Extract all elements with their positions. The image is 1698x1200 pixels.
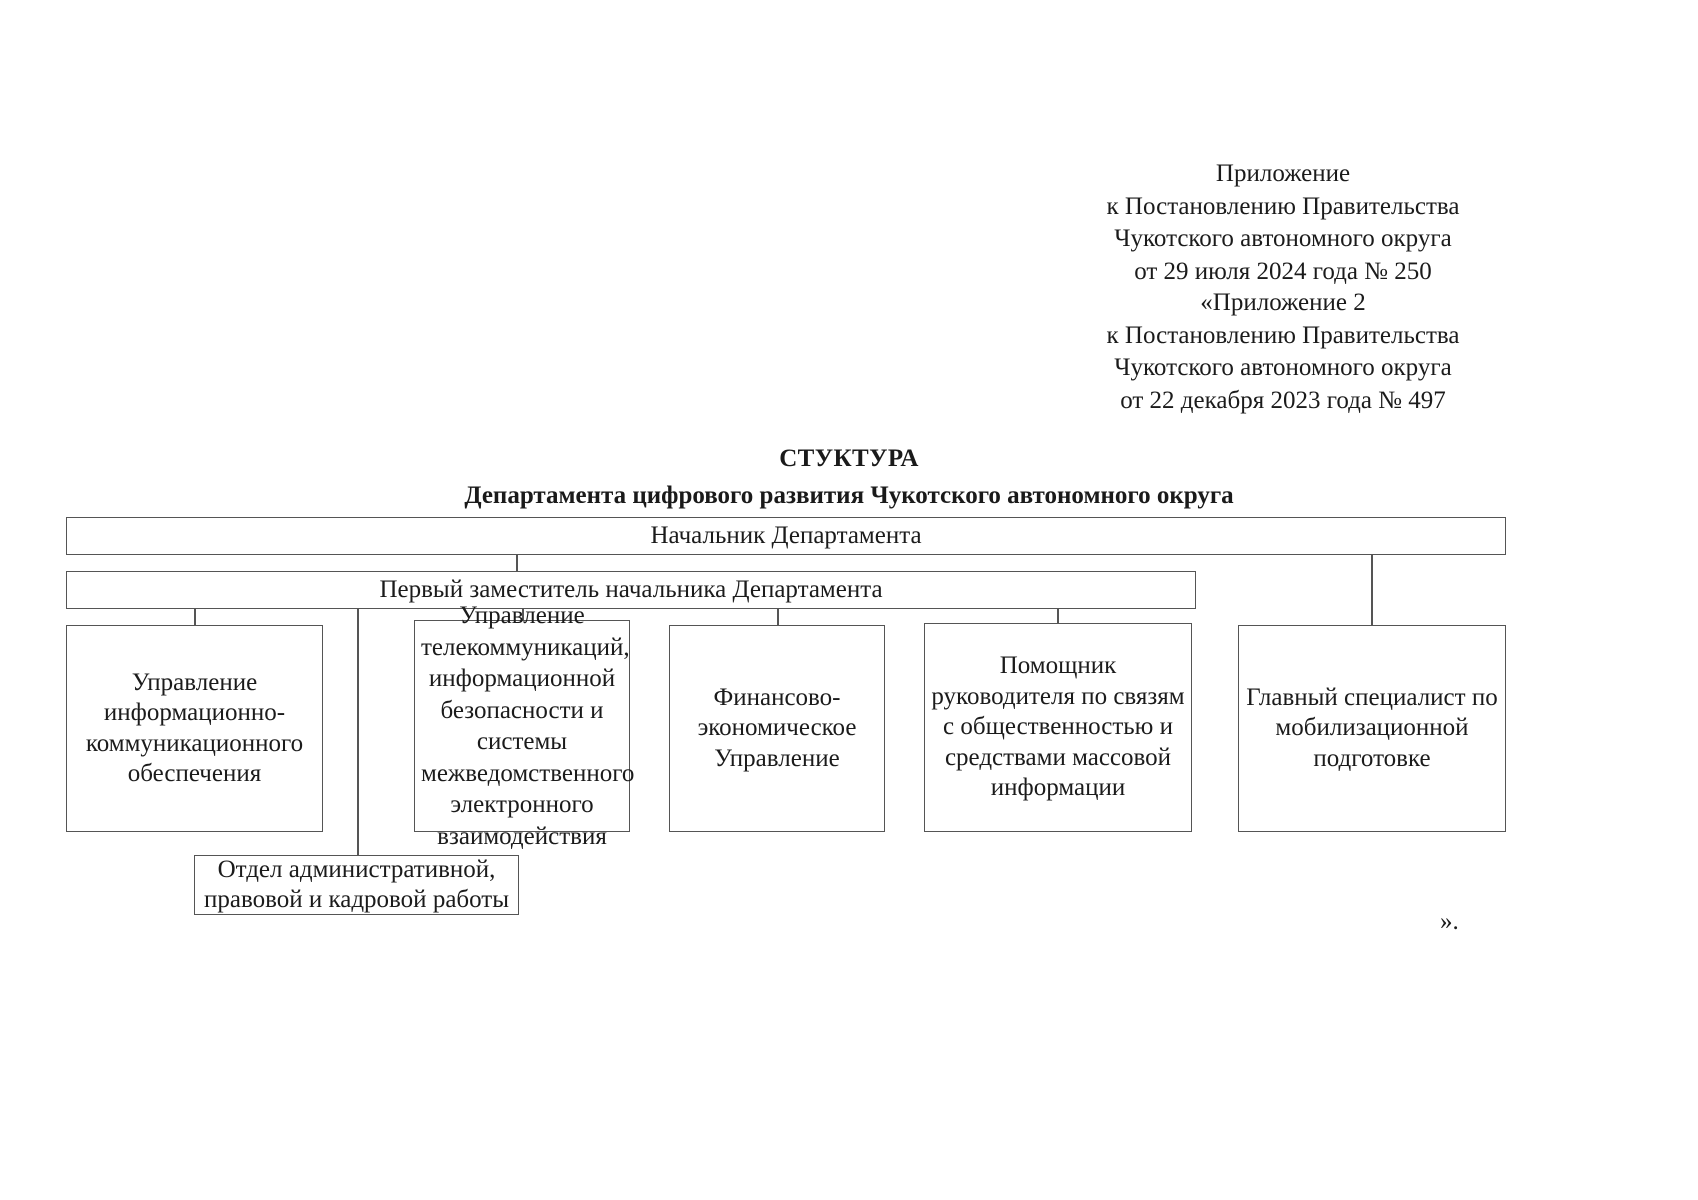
appendix-reference-secondary: «Приложение 2 к Постановлению Правительс… [1068, 287, 1498, 417]
org-node-label: Помощник руководителя по связям с общест… [931, 652, 1185, 802]
reference-line: от 22 декабря 2023 года № 497 [1120, 386, 1446, 414]
reference-line: Чукотского автономного округа [1114, 354, 1452, 381]
reference-line: Приложение [1215, 160, 1351, 187]
org-node-label: Управление телекоммуникаций, информацион… [421, 602, 635, 850]
appendix-reference-primary: Приложение к Постановлению Правительства… [1068, 158, 1498, 288]
title-subtitle: Департамента цифрового развития Чукотско… [464, 482, 1234, 509]
title-main: СТУКТУРА [779, 445, 919, 472]
closing-quotation-mark: ». [1440, 908, 1459, 935]
connector-deputy-to-subdivision [357, 609, 359, 886]
org-node-label: Управление информационно-коммуникационно… [85, 668, 304, 788]
org-node-assistant-public-relations[interactable]: Помощник руководителя по связям с общест… [924, 623, 1192, 832]
org-node-telecom-infosec-directorate[interactable]: Управление телекоммуникаций, информацион… [414, 602, 634, 850]
connector-head-to-deputy [516, 555, 518, 572]
org-node-label: Первый заместитель начальника Департамен… [379, 575, 883, 603]
page-title: СТУКТУРА Департамента цифрового развития… [0, 445, 1698, 510]
connector-deputy-to-department-1 [194, 609, 196, 626]
org-node-chief-specialist-mobilization[interactable]: Главный специалист по мобилизационной по… [1238, 625, 1506, 832]
org-node-label: Главный специалист по мобилизационной по… [1246, 683, 1498, 772]
org-node-label: Финансово-экономическое Управление [697, 683, 857, 772]
org-node-label: Начальник Департамента [650, 521, 922, 549]
org-node-first-deputy-head[interactable]: Первый заместитель начальника Департамен… [66, 571, 1196, 609]
connector-deputy-to-department-4 [1057, 609, 1059, 624]
reference-line: к Постановлению Правительства [1106, 321, 1460, 349]
org-node-label: Отдел административной, правовой и кадро… [203, 855, 510, 914]
connector-deputy-to-department-2 [522, 609, 524, 621]
org-node-ict-support-directorate[interactable]: Управление информационно-коммуникационно… [66, 625, 323, 832]
reference-line: от 29 июля 2024 года № 250 [1134, 257, 1432, 285]
connector-deputy-to-department-3 [777, 609, 779, 626]
reference-line: к Постановлению Правительства [1106, 192, 1460, 220]
org-node-administrative-legal-hr-division[interactable]: Отдел административной, правовой и кадро… [194, 855, 519, 915]
reference-line: «Приложение 2 [1200, 289, 1366, 316]
connector-head-to-chief-specialist [1371, 555, 1373, 626]
org-node-head-of-department[interactable]: Начальник Департамента [66, 517, 1506, 555]
reference-line: Чукотского автономного округа [1114, 225, 1452, 252]
org-node-financial-economic-directorate[interactable]: Финансово-экономическое Управление [669, 625, 885, 832]
